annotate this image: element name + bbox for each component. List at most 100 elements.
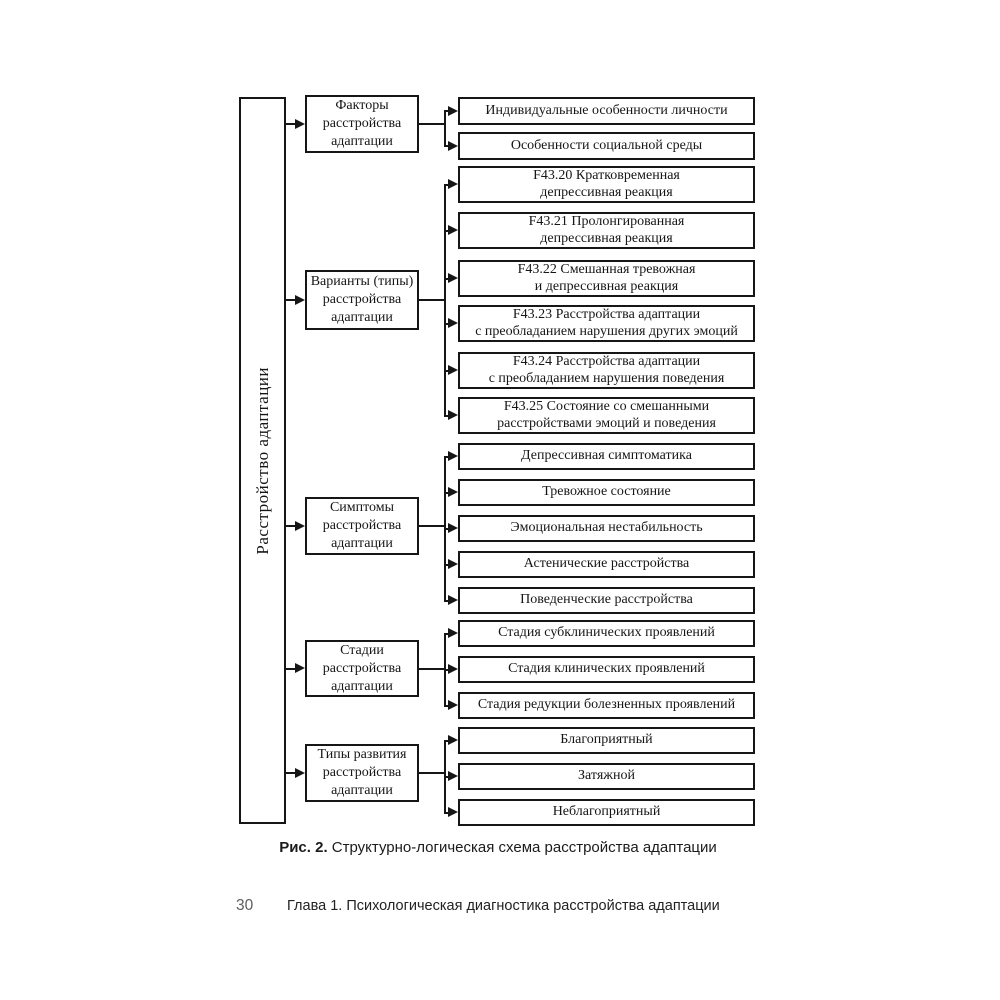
item-box: Стадия редукции болезненных проявлений (458, 692, 755, 719)
item-box: Неблагоприятный (458, 799, 755, 826)
arrow-shaft (444, 322, 449, 325)
item-box: Эмоциональная нестабильность (458, 515, 755, 542)
arrow-shaft (285, 525, 296, 527)
arrowhead-icon (448, 140, 458, 151)
category-box-line: Факторы (335, 98, 389, 113)
branch-connector (418, 525, 446, 527)
item-box-line: Неблагоприятный (552, 804, 661, 820)
arrow-shaft (444, 668, 449, 671)
branch-trunk (444, 183, 446, 417)
arrow-shaft (444, 455, 449, 458)
arrowhead-icon (448, 225, 458, 235)
item-box-line: депрессивная реакция (540, 184, 673, 200)
arrowhead-icon (448, 451, 458, 461)
item-box-line: Стадия клинических проявлений (508, 661, 705, 677)
category-box-line: расстройства (322, 765, 402, 780)
branch-trunk (444, 110, 446, 147)
root-box-adjustment-disorder: Расстройство адаптации (239, 97, 286, 824)
arrow-shaft (444, 632, 449, 635)
item-box-line: расстройствами эмоций и поведения (497, 415, 716, 431)
item-box-line: депрессивная реакция (540, 230, 673, 246)
category-box-line: адаптации (331, 678, 393, 694)
arrowhead-icon (295, 520, 305, 531)
arrow-shaft (444, 775, 449, 778)
category-box-line: Симптомы (329, 500, 395, 515)
arrow-shaft (285, 772, 296, 774)
item-box-line: F43.23 Расстройства адаптации (512, 307, 701, 322)
branch-connector (418, 772, 446, 774)
category-box-line: расстройства (322, 116, 402, 131)
arrowhead-icon (448, 105, 458, 116)
category-box: Симптомы расстройства адаптации (305, 497, 419, 555)
item-box-line: с преобладанием нарушения других эмоций (475, 323, 738, 339)
item-box: Астенические расстройства (458, 551, 755, 578)
arrowhead-icon (448, 700, 458, 710)
figure-caption-text: Структурно-логическая схема расстройства… (327, 839, 717, 856)
arrowhead-icon (448, 273, 458, 283)
category-box-line: Стадии (340, 642, 384, 658)
item-box-line: Индивидуальные особенности личности (485, 102, 728, 118)
arrow-shaft (444, 527, 449, 530)
item-box: Стадия клинических проявлений (458, 656, 755, 683)
item-box: Тревожное состояние (458, 479, 755, 506)
item-box: Стадия субклинических проявлений (458, 620, 755, 647)
category-box-line: расстройства (322, 660, 402, 676)
category-box-line: адаптации (331, 310, 393, 325)
item-box: Благоприятный (458, 727, 755, 754)
branch-connector (418, 123, 446, 125)
arrow-shaft (444, 369, 449, 372)
item-box-line: F43.20 Кратковременная (533, 168, 680, 183)
arrow-shaft (444, 110, 449, 112)
arrow-shaft (444, 229, 449, 232)
arrow-shaft (444, 183, 449, 186)
item-box-line: Поведенческие расстройства (520, 592, 693, 608)
arrow-shaft (444, 563, 449, 566)
category-box: Стадии расстройства адаптации (305, 640, 419, 697)
arrowhead-icon (448, 410, 458, 420)
arrowhead-icon (295, 767, 305, 778)
category-box-line: Варианты (типы) (310, 274, 414, 289)
arrowhead-icon (448, 365, 458, 375)
arrowhead-icon (448, 318, 458, 328)
arrowhead-icon (448, 595, 458, 605)
arrow-shaft (285, 123, 296, 125)
chapter-running-title: Глава 1. Психологическая диагностика рас… (287, 898, 720, 914)
arrowhead-icon (448, 179, 458, 189)
arrowhead-icon (295, 294, 305, 305)
category-box-line: Типы развития (317, 747, 407, 762)
item-box-line: Стадия субклинических проявлений (498, 625, 715, 641)
arrow-shaft (285, 299, 296, 301)
item-box-line: Стадия редукции болезненных проявлений (477, 697, 736, 713)
item-box-line: Депрессивная симптоматика (521, 448, 692, 464)
arrowhead-icon (448, 523, 458, 533)
arrowhead-icon (448, 628, 458, 638)
arrowhead-icon (448, 487, 458, 497)
figure-caption: Рис. 2. Структурно-логическая схема расс… (240, 839, 756, 856)
arrow-shaft (444, 414, 449, 417)
arrowhead-icon (448, 735, 458, 745)
item-box-line: Тревожное состояние (542, 484, 671, 500)
arrowhead-icon (448, 559, 458, 569)
category-box: Варианты (типы) расстройства адаптации (305, 270, 419, 330)
category-box-line: расстройства (322, 292, 402, 307)
branch-connector (418, 667, 446, 670)
item-box-line: F43.24 Расстройства адаптации (512, 354, 701, 369)
page-number: 30 (236, 897, 254, 914)
category-box-line: адаптации (331, 536, 393, 551)
root-label: Расстройство адаптации (252, 366, 272, 555)
arrowhead-icon (295, 663, 305, 673)
arrow-shaft (285, 667, 296, 670)
category-box-line: адаптации (331, 783, 393, 798)
arrow-shaft (444, 811, 449, 814)
category-box-line: расстройства (322, 518, 402, 533)
arrow-shaft (444, 491, 449, 494)
item-box-line: и депрессивная реакция (534, 278, 679, 294)
item-box: Особенности социальной среды (458, 132, 755, 160)
